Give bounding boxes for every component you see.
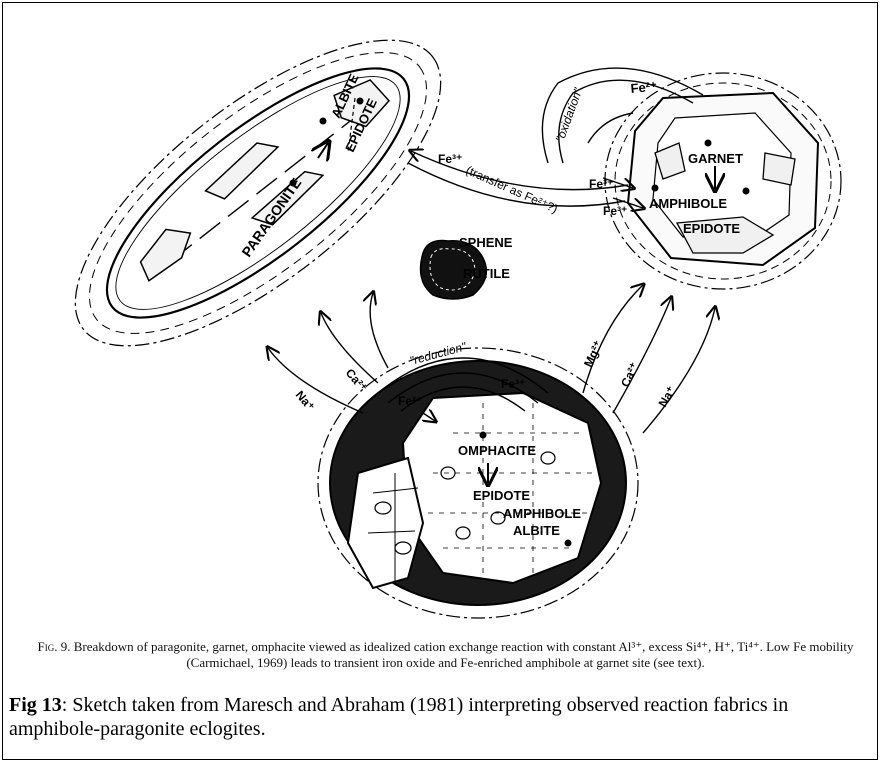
label-epidote-bottom: EPIDOTE: [473, 488, 530, 503]
label-fe3-a: Fe³⁺: [438, 152, 462, 166]
label-amphibole-right: AMPHIBOLE: [649, 196, 727, 211]
label-mg-right: Mg²⁺: [581, 338, 605, 369]
label-ca-left: Ca²⁺: [343, 366, 370, 395]
label-rutile: RUTILE: [463, 266, 510, 281]
label-albite-bottom: ALBITE: [513, 523, 560, 538]
label-fe3-c: Fe³⁺: [603, 204, 627, 218]
label-oxidation: "oxidation": [553, 85, 586, 144]
label-fe3-bottom: Fe³⁺: [501, 377, 525, 391]
label-garnet: GARNET: [688, 151, 743, 166]
reaction-sketch: ALBITE EPIDOTE PARAGONITE SPHENE RUTILE …: [3, 3, 879, 643]
original-caption-text: Breakdown of paragonite, garnet, omphaci…: [74, 639, 854, 670]
label-fe2-bottom: Fe²⁺: [398, 394, 422, 408]
label-omphacite: OMPHACITE: [458, 443, 536, 458]
label-na-right: Na⁺: [655, 384, 678, 410]
label-epidote-right: EPIDOTE: [683, 221, 740, 236]
figure-caption-label: Fig 13: [9, 694, 62, 716]
paragonite-site: [30, 3, 487, 398]
label-na-left: Na⁺: [293, 388, 318, 414]
garnet-site: [605, 73, 841, 289]
figure-caption: Fig 13: Sketch taken from Maresch and Ab…: [9, 693, 875, 741]
label-sphene: SPHENE: [459, 235, 513, 250]
original-caption-label: Fig. 9.: [37, 639, 70, 654]
figure-caption-text: : Sketch taken from Maresch and Abraham …: [9, 694, 788, 740]
label-fe2-top: Fe²⁺: [630, 79, 658, 96]
label-transfer: (transfer as Fe²⁺?): [464, 163, 560, 216]
label-ca-right: Ca²⁺: [618, 360, 642, 389]
label-fe3-b: Fe³⁺: [589, 177, 613, 191]
original-figure-caption: Fig. 9. Breakdown of paragonite, garnet,…: [23, 639, 868, 671]
label-amphibole-bottom: AMPHIBOLE: [503, 506, 581, 521]
